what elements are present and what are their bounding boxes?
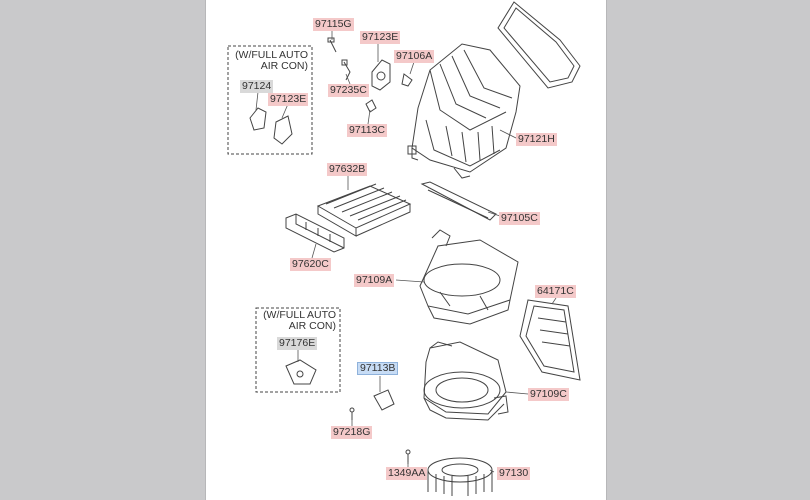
auto-aircon-box-top: [227, 45, 313, 155]
part-label-97235C[interactable]: 97235C: [328, 84, 369, 97]
part-label-97123E-a[interactable]: 97123E: [360, 31, 401, 44]
note-line-1: (W/FULL AUTO: [263, 309, 336, 321]
bolt-part: [327, 37, 337, 53]
part-label-97130[interactable]: 97130: [497, 467, 531, 480]
part-label-64171C[interactable]: 64171C: [535, 285, 576, 298]
blower-lower-case-part: [423, 341, 509, 421]
part-label-97121H[interactable]: 97121H: [516, 133, 557, 146]
blower-upper-case-part: [419, 229, 519, 325]
part-label-97109A[interactable]: 97109A: [354, 274, 395, 287]
screw-part-b: [405, 449, 411, 464]
part-label-97123E-b[interactable]: 97123E: [268, 93, 309, 106]
part-label-97106A[interactable]: 97106A: [394, 50, 435, 63]
note-line-1: (W/FULL AUTO: [235, 49, 308, 61]
actuator-part: [371, 59, 391, 91]
part-label-97113B[interactable]: 97113B: [357, 362, 399, 375]
duct-gasket-part: [497, 1, 581, 89]
part-label-97109C[interactable]: 97109C: [528, 388, 569, 401]
part-label-97176E[interactable]: 97176E: [277, 337, 318, 350]
clip-part: [401, 73, 413, 87]
part-label-97620C[interactable]: 97620C: [290, 258, 331, 271]
note-line-2: AIR CON): [260, 60, 308, 72]
note-full-auto-aircon-bottom: (W/FULL AUTO AIR CON): [258, 310, 336, 332]
filter-cover-part: [285, 213, 345, 253]
note-full-auto-aircon-top: (W/FULL AUTO AIR CON): [230, 50, 308, 72]
cabin-filter-part: [316, 183, 412, 237]
heater-case-part: [407, 43, 521, 179]
sensor-part: [365, 99, 377, 113]
seal-sheet-part: [519, 299, 581, 381]
blower-motor-part: [427, 457, 493, 496]
screw-part-a: [349, 407, 355, 420]
part-label-97124[interactable]: 97124: [240, 80, 274, 93]
note-line-2: AIR CON): [288, 320, 336, 332]
part-label-97105C[interactable]: 97105C: [499, 212, 540, 225]
part-label-97115G[interactable]: 97115G: [313, 18, 354, 31]
leader-lines: [255, 30, 557, 473]
lever-part: [341, 59, 351, 81]
duct-strip-part: [420, 181, 497, 221]
part-label-97218G[interactable]: 97218G: [331, 426, 373, 439]
part-label-1349AA[interactable]: 1349AA: [386, 467, 428, 480]
resistor-part: [373, 389, 395, 411]
part-label-97632B[interactable]: 97632B: [327, 163, 368, 176]
part-label-97113C[interactable]: 97113C: [347, 124, 388, 137]
